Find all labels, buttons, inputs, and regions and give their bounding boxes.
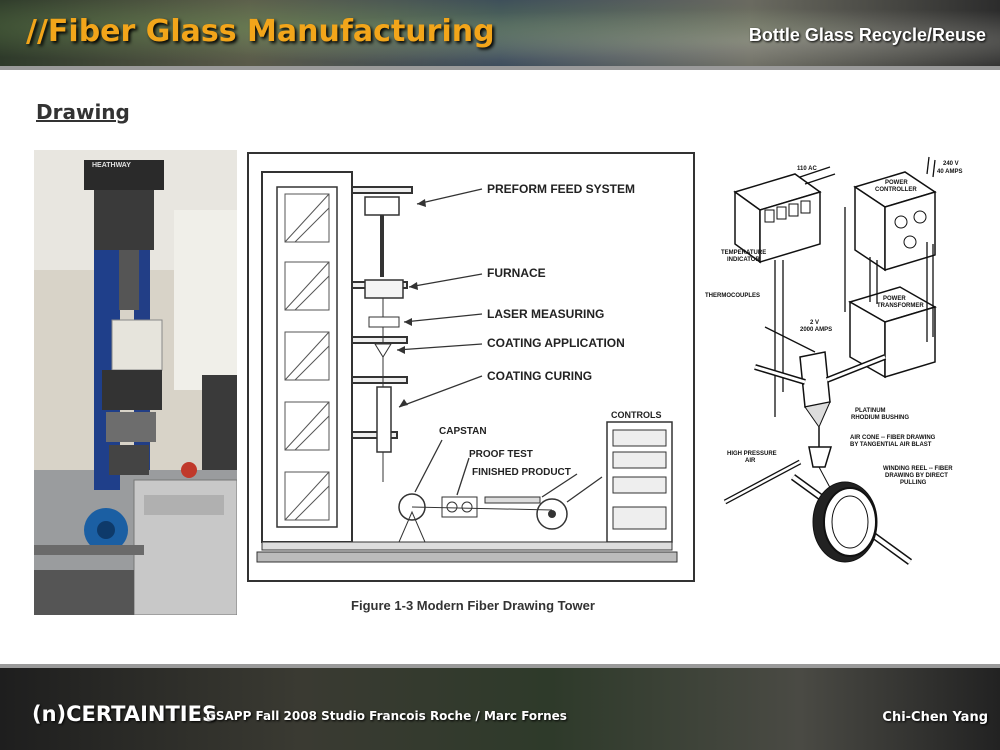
label-proof-test: PROOF TEST — [469, 449, 533, 460]
drawing-machine-photo: HEATHWAY — [34, 150, 237, 615]
label-coating-application: COATING APPLICATION — [487, 336, 625, 350]
bushing-schematic-diagram: 110 AC 240 V 40 AMPS POWER CONTROLLER TE… — [705, 156, 962, 565]
label-air-cone-2: BY TANGENTIAL AIR BLAST — [850, 442, 932, 448]
header-banner — [0, 0, 1000, 68]
footer-course: GSAPP Fall 2008 Studio Francois Roche / … — [206, 709, 567, 723]
label-transformer-2: TRANSFORMER — [877, 303, 924, 309]
label-furnace: FURNACE — [487, 266, 546, 280]
label-preform-feed: PREFORM FEED SYSTEM — [487, 182, 635, 196]
label-temperature-2: INDICATOR — [727, 257, 760, 263]
label-finished-product: FINISHED PRODUCT — [472, 467, 571, 478]
label-240v: 240 V — [943, 161, 959, 167]
footer-brand: (n)CERTAINTIES — [32, 702, 218, 726]
label-110ac: 110 AC — [797, 166, 817, 172]
label-air-cone-1: AIR CONE -- FIBER DRAWING — [850, 435, 936, 441]
label-coating-curing: COATING CURING — [487, 369, 592, 383]
label-reel-2: DRAWING BY DIRECT — [885, 473, 948, 479]
label-reel-1: WINDING REEL -- FIBER — [883, 466, 953, 472]
footer-banner — [0, 668, 1000, 750]
label-transformer-1: POWER — [883, 296, 906, 302]
label-controls: CONTROLS — [611, 410, 662, 420]
label-capstan: CAPSTAN — [439, 426, 487, 437]
label-reel-3: PULLING — [900, 480, 927, 486]
label-bushing-1: PLATINUM — [855, 408, 886, 414]
label-power-controller-2: CONTROLLER — [875, 187, 917, 193]
footer-divider — [0, 664, 1000, 668]
header-divider — [0, 66, 1000, 70]
label-temperature-1: TEMPERATURE — [721, 250, 766, 256]
label-hp-air-1: HIGH PRESSURE — [727, 451, 777, 457]
tower-diagram-caption: Figure 1-3 Modern Fiber Drawing Tower — [351, 598, 595, 613]
section-title: Drawing — [36, 100, 130, 124]
label-power-controller-1: POWER — [885, 180, 908, 186]
slide-title: //Fiber Glass Manufacturing — [26, 14, 495, 49]
slide-subtitle: Bottle Glass Recycle/Reuse — [748, 25, 986, 45]
label-bushing-2: RHODIUM BUSHING — [851, 415, 909, 421]
machine-brand-label: HEATHWAY — [92, 162, 131, 169]
footer-author: Chi-Chen Yang — [882, 710, 988, 725]
label-laser-measuring: LASER MEASURING — [487, 307, 604, 321]
label-thermocouples: THERMOCOUPLES — [705, 293, 760, 299]
label-2000amps: 2000 AMPS — [800, 327, 832, 333]
label-hp-air-2: AIR — [745, 458, 756, 464]
label-40amps: 40 AMPS — [937, 169, 962, 175]
fiber-drawing-tower-diagram: PREFORM FEED SYSTEM FURNACE LASER MEASUR… — [247, 152, 695, 582]
label-2v: 2 V — [810, 320, 819, 326]
